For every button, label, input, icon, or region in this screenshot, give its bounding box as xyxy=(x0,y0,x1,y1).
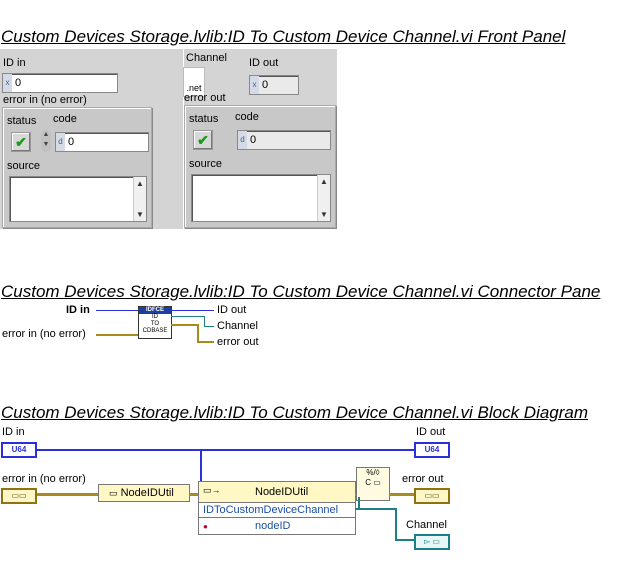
bd-wire-id-branch xyxy=(200,449,202,483)
error-out-status-label: status xyxy=(189,113,219,125)
bd-id-out-terminal[interactable]: U64 xyxy=(414,442,450,458)
bd-channel-label: Channel xyxy=(406,519,447,531)
invoke-arrow-icon: ▭→ xyxy=(203,485,221,495)
cp-wire-error-out-a xyxy=(171,324,198,326)
bd-wire-channel-3 xyxy=(360,508,396,510)
error-in-source-field[interactable]: ▲▼ xyxy=(9,176,147,222)
error-in-code-value: 0 xyxy=(68,136,75,148)
channel-label: Channel xyxy=(186,52,227,64)
bd-method-label: IDToCustomDeviceChannel xyxy=(203,504,339,516)
id-out-label: ID out xyxy=(249,57,279,69)
input-dot-icon: ● xyxy=(203,522,208,531)
error-out-code-indicator: d 0 xyxy=(237,130,331,150)
error-out-status-indicator: ✔ xyxy=(193,130,213,150)
cp-wire-id-out xyxy=(171,310,214,311)
cp-wire-channel-a xyxy=(171,316,205,317)
bd-error-out-terminal[interactable]: ▭▭ xyxy=(414,488,450,504)
bd-node1-label: NodeIDUtil xyxy=(120,487,174,499)
error-in-cluster: status code ✔ ▲▼ d 0 source ▲▼ xyxy=(2,107,152,228)
id-out-value: 0 xyxy=(262,79,269,91)
cp-wire-channel-c xyxy=(204,326,214,327)
bd-wire-channel-5 xyxy=(395,539,414,541)
cp-wire-error-out-c xyxy=(197,341,214,343)
bd-wire-channel-4 xyxy=(395,508,397,541)
bd-node2-label: NodeIDUtil xyxy=(255,486,309,498)
cp-wire-id-in xyxy=(96,310,138,311)
error-out-source-field[interactable]: ▲▼ xyxy=(191,174,331,222)
vi-icon-line3: TO xyxy=(150,321,160,327)
vi-icon-line2: ID xyxy=(152,314,158,320)
error-in-code-control[interactable]: d 0 xyxy=(55,132,149,152)
block-diagram-title: Custom Devices Storage.lvlib:ID To Custo… xyxy=(1,403,589,422)
error-in-source-label: source xyxy=(7,160,41,172)
bd-channel-terminal[interactable]: ▻ ▭ xyxy=(414,534,450,550)
cp-output-id-out: ID out xyxy=(217,304,247,316)
bd-id-in-label: ID in xyxy=(2,426,25,438)
cp-output-channel: Channel xyxy=(217,320,258,332)
front-panel: ID in x 0 error in (no error) status cod… xyxy=(0,49,337,229)
vi-icon-line1: IDFCE xyxy=(139,307,171,314)
dotnet-icon-text: .net xyxy=(186,83,202,93)
cp-wire-error-in xyxy=(96,334,138,336)
bd-wire-error-2 xyxy=(189,493,198,496)
error-out-code-value: 0 xyxy=(250,134,257,146)
bd-error-in-terminal[interactable]: ▭▭ xyxy=(1,488,37,504)
error-out-cluster: status code ✔ d 0 source ▲▼ xyxy=(184,105,336,228)
bd-error-out-label: error out xyxy=(402,473,444,485)
dotnet-refnum-icon[interactable]: .net xyxy=(183,67,205,97)
panel-divider xyxy=(183,49,184,229)
radix-indicator: x xyxy=(250,76,259,94)
bd-param-row[interactable]: ● nodeID xyxy=(198,517,356,535)
bd-wire-error-1 xyxy=(37,493,98,496)
cp-wire-error-out-b xyxy=(197,324,199,342)
u64-tag: U64 xyxy=(424,445,440,454)
vi-icon[interactable]: IDFCE ID TO CDBASE xyxy=(138,306,172,339)
error-out-code-label: code xyxy=(235,111,259,123)
error-in-status-label: status xyxy=(7,115,37,127)
error-out-source-label: source xyxy=(189,158,223,170)
cp-output-error-out: error out xyxy=(217,336,259,348)
bd-node-nodeidutil-1[interactable]: ▭ NodeIDUtil xyxy=(98,484,190,502)
radix-indicator: d xyxy=(56,133,65,151)
cp-input-error-in: error in (no error) xyxy=(2,328,86,340)
scrollbar[interactable]: ▲▼ xyxy=(133,177,146,221)
connector-pane-title: Custom Devices Storage.lvlib:ID To Custo… xyxy=(1,282,601,301)
bd-wire-error-4 xyxy=(389,493,414,496)
bd-param-label: nodeID xyxy=(255,520,291,532)
error-in-code-label: code xyxy=(53,113,77,125)
bd-wire-channel-1 xyxy=(355,508,360,510)
bd-method-row[interactable]: IDToCustomDeviceChannel xyxy=(198,502,356,518)
u64-tag: U64 xyxy=(11,445,27,454)
id-in-control[interactable]: x 0 xyxy=(2,73,118,93)
bd-wire-channel-2 xyxy=(358,497,360,510)
bd-close-reference-node[interactable]: %/◊C ▭ xyxy=(356,467,390,501)
error-out-label: error out xyxy=(184,92,226,104)
id-out-indicator: x 0 xyxy=(249,75,299,95)
bd-wire-error-3 xyxy=(355,493,356,496)
cp-input-id-in: ID in xyxy=(66,304,90,316)
refnum-icon: ▭ xyxy=(109,488,118,498)
bd-invoke-node[interactable]: ▭→ NodeIDUtil xyxy=(198,481,356,503)
vi-icon-line4: CDBASE xyxy=(142,328,168,334)
close-ref-icon: %/◊C ▭ xyxy=(365,468,381,487)
error-in-code-spinner[interactable]: ▲▼ xyxy=(41,130,51,152)
front-panel-title: Custom Devices Storage.lvlib:ID To Custo… xyxy=(1,27,566,46)
id-in-label: ID in xyxy=(3,57,26,69)
bd-id-out-label: ID out xyxy=(416,426,446,438)
bd-id-in-terminal[interactable]: U64 xyxy=(1,442,37,458)
error-in-label: error in (no error) xyxy=(3,94,87,106)
id-in-value: 0 xyxy=(15,77,22,89)
scrollbar[interactable]: ▲▼ xyxy=(317,175,330,221)
cp-wire-channel-b xyxy=(204,316,205,326)
error-in-status-checkbox[interactable]: ✔ xyxy=(11,132,31,152)
bd-wire-id xyxy=(37,449,416,451)
bd-error-in-label: error in (no error) xyxy=(2,473,86,485)
radix-indicator: d xyxy=(238,131,247,149)
radix-indicator[interactable]: x xyxy=(3,74,12,92)
